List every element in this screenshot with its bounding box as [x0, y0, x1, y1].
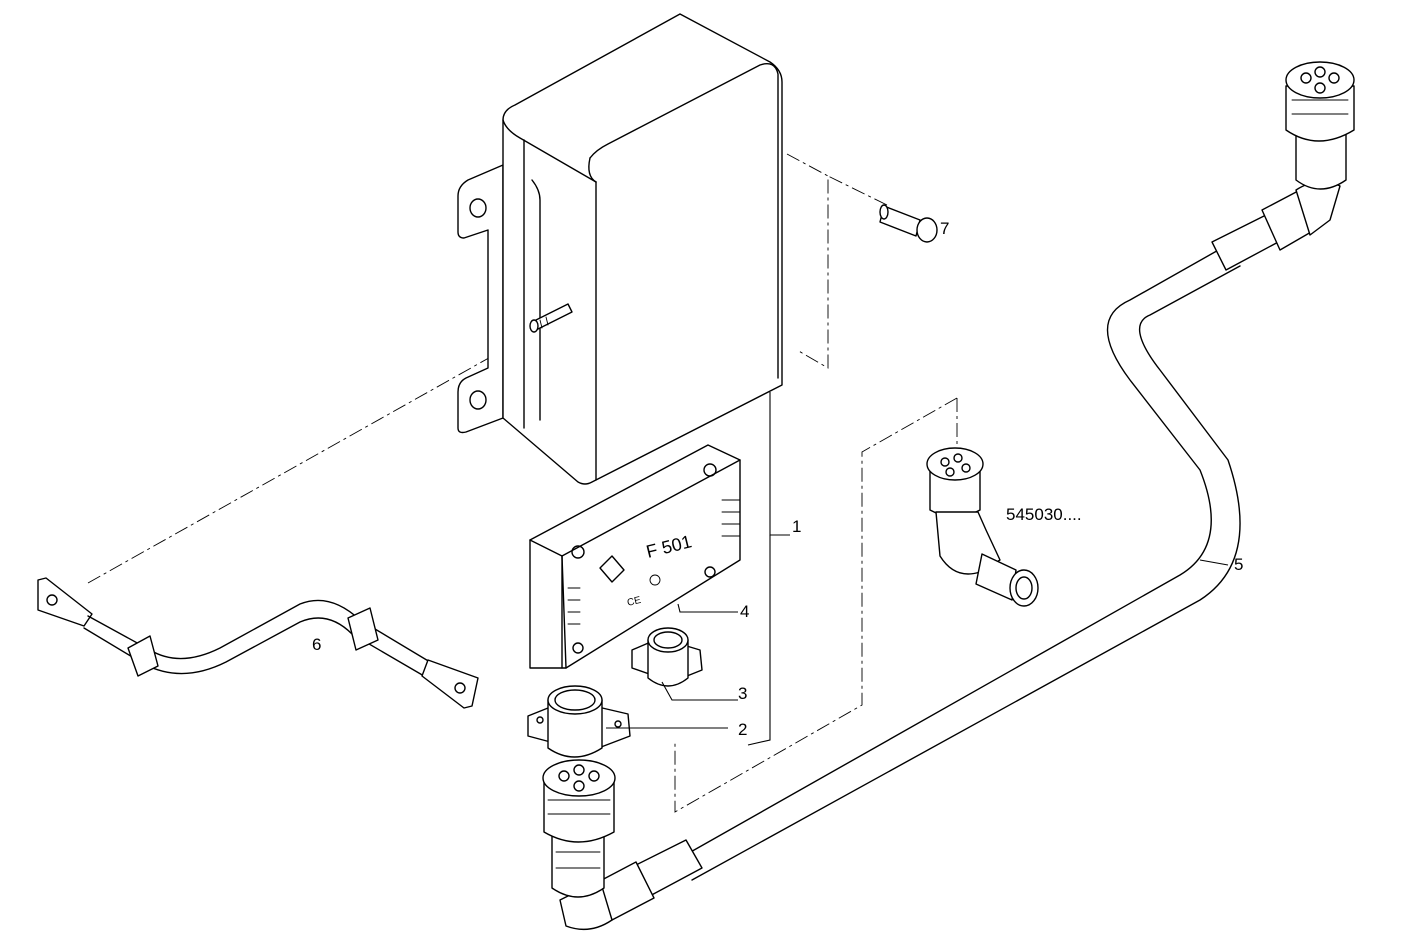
callout-6: 6	[312, 635, 321, 654]
reference-note: 545030....	[1006, 505, 1082, 524]
socket-small	[631, 627, 703, 687]
callout-3: 3	[738, 684, 747, 703]
socket-large	[527, 685, 631, 758]
callout-5: 5	[1234, 555, 1243, 574]
callout-1: 1	[792, 517, 801, 536]
elbow-connector-reference	[926, 447, 1039, 607]
bolt	[879, 204, 938, 243]
electronic-module: F 501 CE	[529, 444, 741, 669]
leader-lines	[606, 392, 1229, 746]
callout-2: 2	[738, 720, 747, 739]
ground-strap	[37, 577, 479, 709]
harness-cable	[542, 61, 1355, 931]
callout-7: 7	[940, 219, 949, 238]
callout-4: 4	[740, 602, 749, 621]
ce-mark: CE	[626, 595, 642, 609]
control-unit-housing	[457, 13, 783, 485]
assembly-lines	[87, 153, 958, 813]
callouts: 1 2 3 4 5 6 7 545030....	[312, 219, 1243, 739]
